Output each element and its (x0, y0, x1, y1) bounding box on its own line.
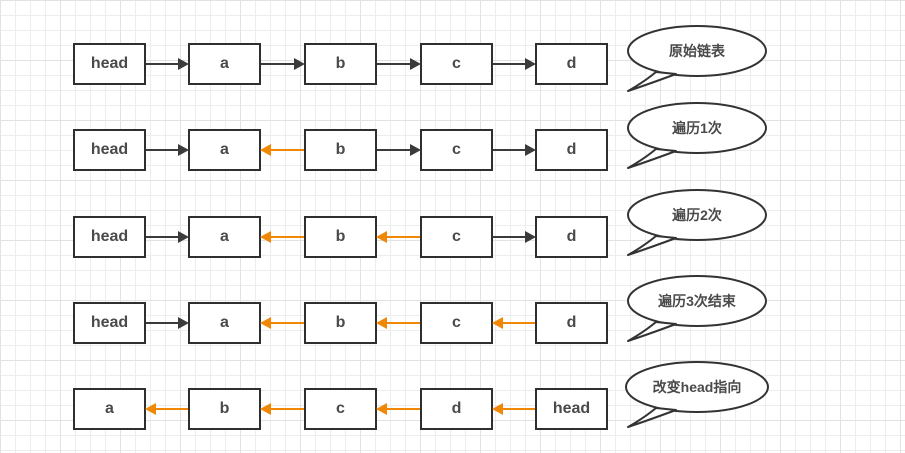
row4-node-d: d (535, 302, 608, 344)
row2-arrow-forward-3 (377, 144, 421, 156)
row2-bubble-label: 遍历1次 (672, 120, 722, 136)
row3-node-head: head (73, 216, 146, 258)
row3-node-c: c (420, 216, 493, 258)
row1-node-c: c (420, 43, 493, 85)
row2-node-d: d (535, 129, 608, 171)
row2-arrow-forward-1 (146, 144, 189, 156)
row5-node-head: head (535, 388, 608, 430)
row5-arrow-reverse-1 (145, 403, 188, 415)
row5-node-a: a (73, 388, 146, 430)
row3-arrow-reverse-2 (260, 231, 304, 243)
speech-bubble-shape (625, 361, 769, 428)
row2-node-a: a (188, 129, 261, 171)
row4-arrow-reverse-3 (376, 317, 420, 329)
row3-arrow-forward-1 (146, 231, 189, 243)
row1-node-head: head (73, 43, 146, 85)
row3-node-b: b (304, 216, 377, 258)
row5-bubble-label: 改变head指向 (652, 379, 742, 395)
row2-node-c: c (420, 129, 493, 171)
row5-arrow-reverse-2 (260, 403, 304, 415)
row1-bubble-label: 原始链表 (669, 43, 725, 59)
row4-arrow-reverse-2 (260, 317, 304, 329)
row5-node-c: c (304, 388, 377, 430)
row3-node-d: d (535, 216, 608, 258)
row2-arrow-reverse-2 (260, 144, 304, 156)
row4-node-a: a (188, 302, 261, 344)
row4-arrow-forward-1 (146, 317, 189, 329)
row5-speech-bubble: 改变head指向 (622, 360, 772, 432)
row1-node-b: b (304, 43, 377, 85)
row4-node-head: head (73, 302, 146, 344)
row1-arrow-forward-4 (493, 58, 536, 70)
row5-node-b: b (188, 388, 261, 430)
speech-bubble-shape (627, 275, 767, 342)
row5-arrow-reverse-4 (492, 403, 535, 415)
speech-bubble-shape (627, 102, 767, 169)
row1-arrow-forward-1 (146, 58, 189, 70)
row4-arrow-reverse-4 (492, 317, 535, 329)
row1-node-a: a (188, 43, 261, 85)
row4-node-b: b (304, 302, 377, 344)
row4-bubble-label: 遍历3次结束 (658, 293, 736, 309)
row3-speech-bubble: 遍历2次 (622, 188, 772, 260)
row3-arrow-forward-4 (493, 231, 536, 243)
row2-node-b: b (304, 129, 377, 171)
row4-node-c: c (420, 302, 493, 344)
row5-node-d: d (420, 388, 493, 430)
row2-node-head: head (73, 129, 146, 171)
row3-node-a: a (188, 216, 261, 258)
speech-bubble-shape (627, 189, 767, 256)
row1-speech-bubble: 原始链表 (622, 24, 772, 96)
row2-speech-bubble: 遍历1次 (622, 101, 772, 173)
row1-node-d: d (535, 43, 608, 85)
row2-arrow-forward-4 (493, 144, 536, 156)
row4-speech-bubble: 遍历3次结束 (622, 274, 772, 346)
row1-arrow-forward-2 (261, 58, 305, 70)
row1-arrow-forward-3 (377, 58, 421, 70)
row5-arrow-reverse-3 (376, 403, 420, 415)
speech-bubble-shape (627, 25, 767, 92)
row3-bubble-label: 遍历2次 (672, 207, 722, 223)
row3-arrow-reverse-3 (376, 231, 420, 243)
